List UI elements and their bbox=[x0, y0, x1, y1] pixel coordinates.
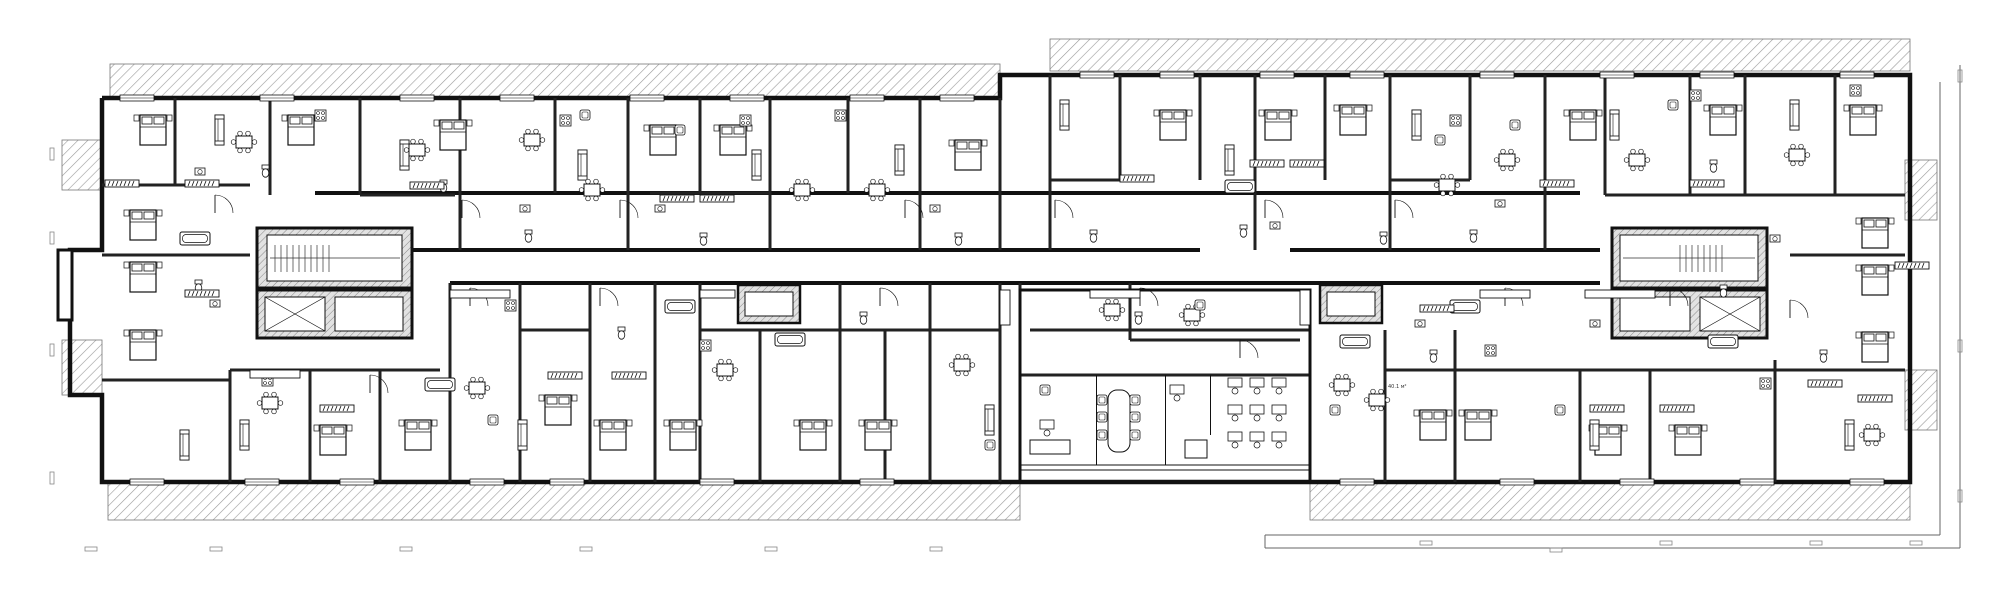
grid-markers bbox=[49, 69, 1963, 553]
toilet-icon bbox=[194, 159, 1828, 363]
stair-core-left bbox=[255, 226, 414, 340]
office-desk-icon bbox=[1029, 377, 1287, 459]
elevator-cores-middle bbox=[736, 283, 1384, 325]
office-zone bbox=[1018, 288, 1312, 484]
partition-walls-south bbox=[102, 283, 1905, 482]
corridor-walls bbox=[315, 191, 1600, 285]
stair-core-right bbox=[1610, 226, 1769, 340]
conference-table-icon bbox=[1096, 389, 1141, 453]
kitchen-counters bbox=[249, 289, 1656, 379]
area-label: 40.1 м² bbox=[1388, 384, 1407, 390]
